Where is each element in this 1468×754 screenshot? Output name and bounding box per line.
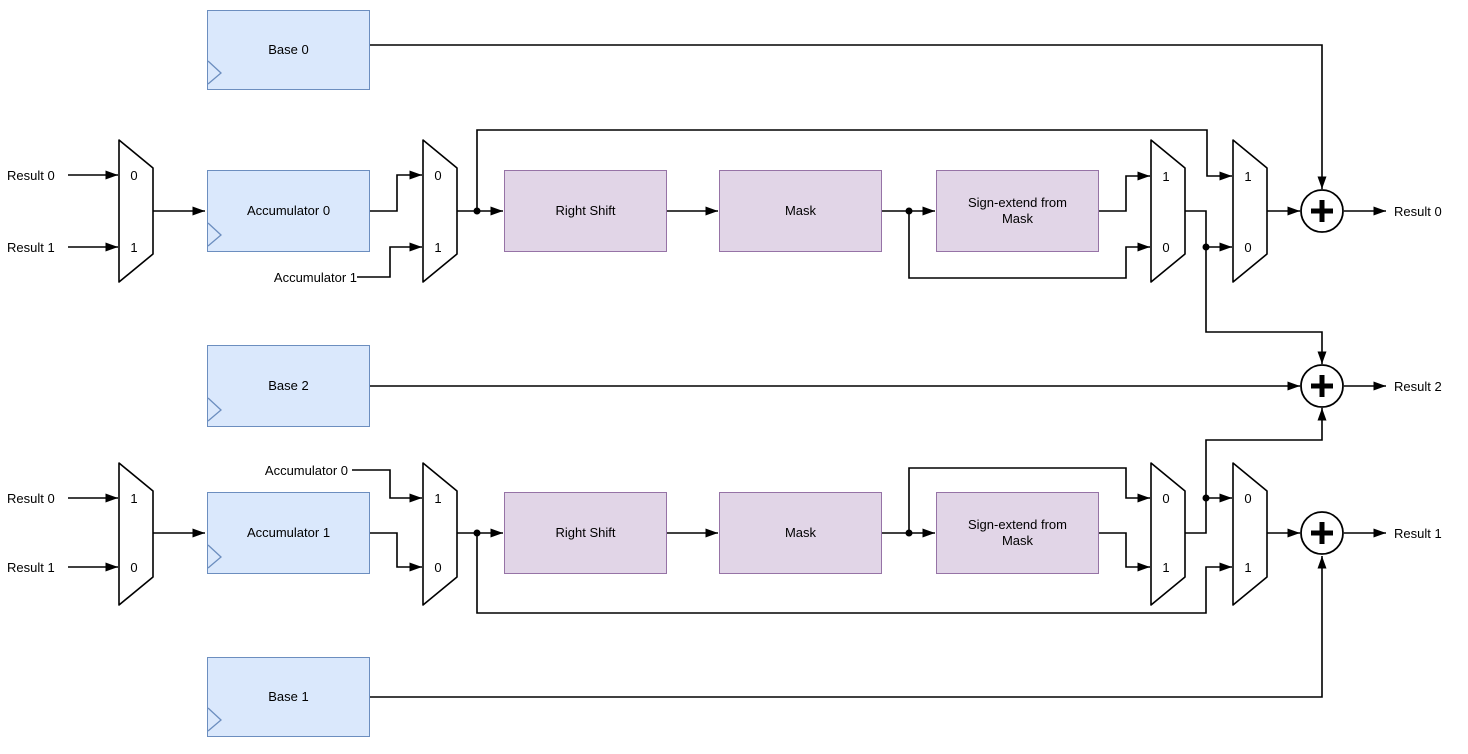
- mux-input-lane1: [118, 462, 154, 606]
- mux-output-lane0: [1232, 139, 1268, 283]
- cross-input-label-lane1: Accumulator 0: [264, 463, 348, 478]
- output-label-result1: Result 1: [1394, 526, 1442, 541]
- mux-port-label: 0: [130, 168, 137, 183]
- register-accumulator-0: Accumulator 0: [207, 170, 370, 252]
- mux-port-label: 1: [1244, 169, 1251, 184]
- register-base-2: Base 2: [207, 345, 370, 427]
- cross-input-label-lane0: Accumulator 1: [273, 270, 357, 285]
- wire-base1-to-adder1: [370, 556, 1327, 698]
- input-label-result1-lane0: Result 1: [7, 240, 55, 255]
- mux-accumulator-lane1: [422, 462, 458, 606]
- op-right-shift-lane1: Right Shift: [504, 492, 667, 574]
- junction-dot: [473, 207, 481, 215]
- mux-port-label: 0: [130, 560, 137, 575]
- junction-dot: [1202, 494, 1210, 502]
- mux-port-label: 1: [1162, 169, 1169, 184]
- op-mask-lane1: Mask: [719, 492, 882, 574]
- mux-port-label: 1: [1244, 560, 1251, 575]
- wire-acc1-to-accmux-l1: [370, 532, 422, 572]
- output-label-result2: Result 2: [1394, 379, 1442, 394]
- wire-acc0-to-accmux-l0: [370, 170, 422, 212]
- mux-port-label: 0: [434, 560, 441, 575]
- op-mask-lane0: Mask: [719, 170, 882, 252]
- adder-result2: [1300, 364, 1344, 408]
- adder-result0: [1300, 189, 1344, 233]
- junction-dot: [1202, 243, 1210, 251]
- wire-extmux-out-l1: [1185, 498, 1207, 534]
- junction-dot: [905, 207, 913, 215]
- register-base-0: Base 0: [207, 10, 370, 90]
- adder-result1: [1300, 511, 1344, 555]
- input-label-result0-lane1: Result 0: [7, 491, 55, 506]
- mux-port-label: 1: [130, 240, 137, 255]
- op-right-shift-lane0: Right Shift: [504, 170, 667, 252]
- mux-output-lane1: [1232, 462, 1268, 606]
- junction-dot: [905, 529, 913, 537]
- op-sign-extend-lane1: Sign-extend from Mask: [936, 492, 1099, 574]
- register-base-1: Base 1: [207, 657, 370, 737]
- plus-icon: [1311, 200, 1333, 222]
- wire-signextend-to-mux-l0: [1099, 171, 1150, 212]
- mux-signextend-lane1: [1150, 462, 1186, 606]
- mux-port-label: 1: [1162, 560, 1169, 575]
- output-label-result0: Result 0: [1394, 204, 1442, 219]
- op-sign-extend-lane0: Sign-extend from Mask: [936, 170, 1099, 252]
- mux-accumulator-lane0: [422, 139, 458, 283]
- wire-base0-to-adder0: [370, 44, 1327, 189]
- plus-icon: [1311, 522, 1333, 544]
- mux-port-label: 0: [1244, 491, 1251, 506]
- mux-port-label: 0: [1244, 240, 1251, 255]
- mux-port-label: 0: [1162, 240, 1169, 255]
- mux-input-lane0: [118, 139, 154, 283]
- mux-port-label: 1: [434, 491, 441, 506]
- mux-port-label: 0: [434, 168, 441, 183]
- wire-l0-to-adder2-top: [1205, 247, 1327, 364]
- register-accumulator-1: Accumulator 1: [207, 492, 370, 574]
- wire-signextend-to-mux-l1: [1099, 532, 1150, 572]
- wire-extmux-out-l0: [1185, 210, 1207, 247]
- input-label-result1-lane1: Result 1: [7, 560, 55, 575]
- mux-signextend-lane0: [1150, 139, 1186, 283]
- plus-icon: [1311, 375, 1333, 397]
- mux-port-label: 0: [1162, 491, 1169, 506]
- input-label-result0-lane0: Result 0: [7, 168, 55, 183]
- junction-dot: [473, 529, 481, 537]
- mux-port-label: 1: [434, 240, 441, 255]
- mux-port-label: 1: [130, 491, 137, 506]
- wire-l1-to-adder2-bottom: [1205, 408, 1327, 498]
